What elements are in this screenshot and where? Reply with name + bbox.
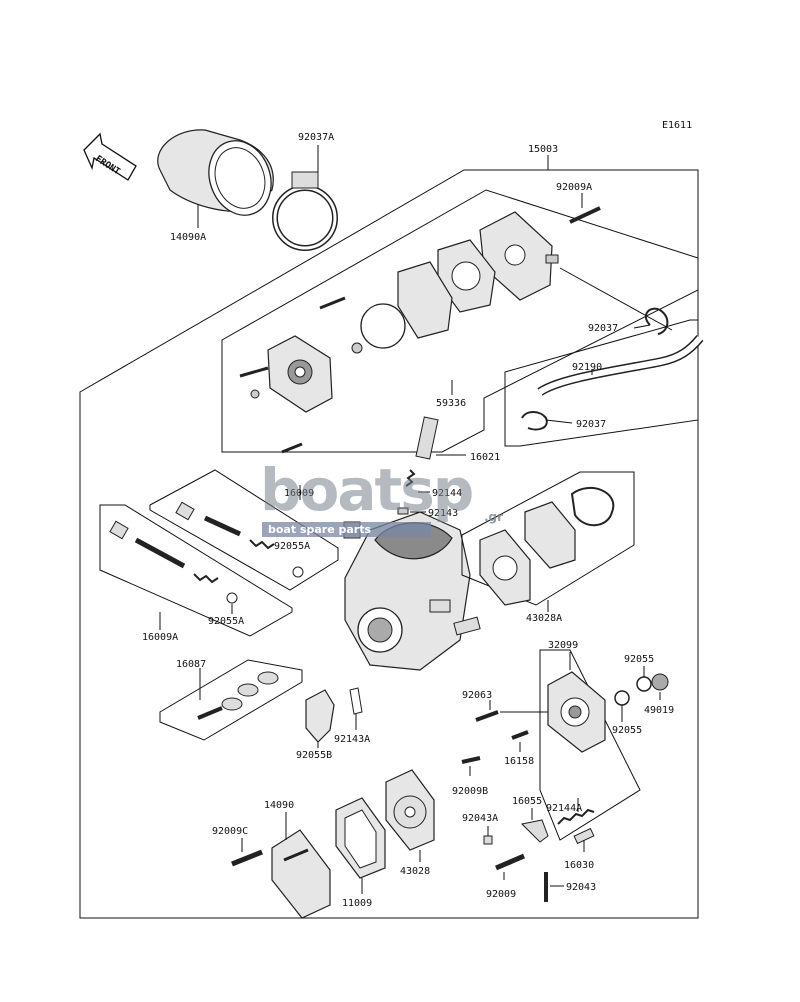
oring-92055-lower [614, 690, 630, 706]
adjuster-screw-16009 [175, 501, 304, 578]
label-92055-upper: 92055 [624, 654, 654, 665]
label-92055A-upper: 92055A [274, 541, 310, 552]
label-92055-lower: 92055 [612, 725, 642, 736]
screw-frame-16009A [99, 504, 293, 637]
label-92063: 92063 [462, 690, 492, 701]
gasket-11009 [335, 797, 386, 879]
screw-92063 [475, 710, 499, 722]
label-15003: 15003 [528, 144, 558, 155]
label-92037-top: 92037 [588, 323, 618, 334]
label-92009B: 92009B [452, 786, 488, 797]
spring-92144 [405, 469, 416, 487]
label-16009: 16009 [284, 488, 314, 499]
label-92043: 92043 [566, 882, 596, 893]
hose-frame-92190 [504, 319, 699, 447]
label-16030: 16030 [564, 860, 594, 871]
screw-92009 [495, 853, 525, 871]
spring-92144A [557, 808, 595, 825]
label-32099: 32099 [548, 640, 578, 651]
fuel-pump-frame-59336 [221, 189, 699, 453]
label-92143A: 92143A [334, 734, 370, 745]
jet-parts-16087 [197, 671, 279, 720]
label-92144: 92144 [432, 488, 462, 499]
label-16009A: 16009A [142, 632, 178, 643]
watermark-tld: .gr [484, 510, 504, 524]
label-92055B: 92055B [296, 750, 332, 761]
screw-92009B [461, 756, 481, 764]
adjuster-screw-16009A [109, 520, 238, 604]
pin-92043A [483, 835, 493, 845]
label-16087: 16087 [176, 659, 206, 670]
cover-frame-32099 [539, 649, 641, 841]
label-49019: 49019 [644, 705, 674, 716]
jet-frame-16087 [159, 659, 303, 741]
label-14090A: 14090A [170, 232, 206, 243]
bracket-16055 [520, 819, 549, 843]
label-92009: 92009 [486, 889, 516, 900]
fuel-hose-92190 [537, 335, 704, 396]
label-92043A: 92043A [462, 813, 498, 824]
hose-clamp-92037A [272, 171, 338, 251]
label-92009A: 92009A [556, 182, 592, 193]
label-16158: 16158 [504, 756, 534, 767]
gasket-set-43028A [479, 487, 615, 606]
gasket-frame-43028A [461, 471, 635, 606]
clip-92037-bottom [521, 411, 548, 431]
label-92190: 92190 [572, 362, 602, 373]
screw-92009C [231, 849, 263, 867]
pump-cover-32099 [547, 671, 606, 753]
screw-16158 [511, 730, 529, 740]
clip-92037-top [644, 307, 669, 335]
label-92055A-lower: 92055A [208, 616, 244, 627]
label-43028A: 43028A [526, 613, 562, 624]
screw-frame-16009 [149, 469, 339, 591]
label-92143: 92143 [428, 508, 458, 519]
label-59336: 59336 [436, 398, 466, 409]
intake-duct-14090A [157, 129, 274, 216]
pump-body [267, 335, 333, 413]
label-16021: 16021 [470, 452, 500, 463]
cover-14090 [271, 829, 331, 919]
watermark-logo: boatsp [260, 456, 474, 524]
oring-92055 [636, 676, 652, 692]
label-16055: 16055 [512, 796, 542, 807]
pump-oring [360, 303, 406, 349]
carburetor-body [343, 511, 481, 671]
figure-code: E1611 [662, 120, 692, 131]
plug-49019 [651, 673, 669, 691]
diaphragm-43028 [385, 769, 435, 851]
pump-diaphragm [397, 261, 453, 339]
valve-16030 [573, 827, 595, 845]
label-11009: 11009 [342, 898, 372, 909]
label-92009C: 92009C [212, 826, 248, 837]
watermark-tagline: boat spare parts [262, 522, 432, 537]
pump-screws [239, 296, 363, 454]
assembly-frame-15003 [79, 169, 699, 919]
label-14090: 14090 [264, 800, 294, 811]
watermark: boatsp .gr boat spare parts [258, 456, 506, 546]
front-arrow-icon: FRONT [83, 132, 137, 181]
cap-92055B [305, 689, 335, 743]
label-92144A: 92144A [546, 803, 582, 814]
clip-92143A [349, 687, 363, 715]
label-92037A: 92037A [298, 132, 334, 143]
label-92037-bottom: 92037 [576, 419, 606, 430]
bolt-92009A [569, 206, 601, 224]
fitting-16021 [415, 416, 439, 460]
label-43028: 43028 [400, 866, 430, 877]
needle-92143 [397, 507, 409, 515]
